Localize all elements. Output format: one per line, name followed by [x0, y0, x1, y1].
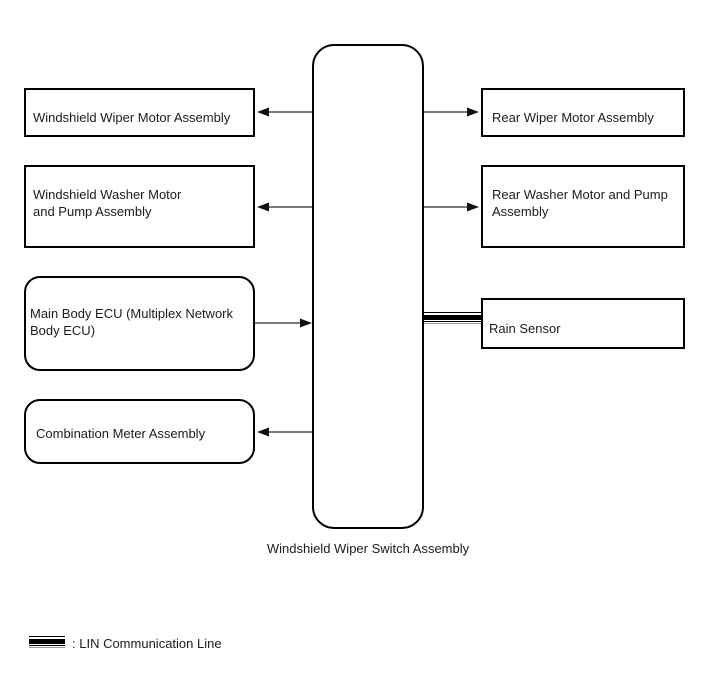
node-label: Rear Wiper Motor Assembly — [492, 110, 654, 125]
node-combination-meter-assembly: Combination Meter Assembly — [24, 399, 255, 464]
node-windshield-washer-motor-assembly: Windshield Washer Motor and Pump Assembl… — [24, 165, 255, 248]
arrow-to-windshield-wiper-motor — [257, 107, 313, 117]
arrow-to-windshield-washer-motor — [257, 202, 313, 212]
arrow-from-main-body-ecu — [255, 318, 312, 328]
node-windshield-wiper-switch-assembly — [312, 44, 424, 529]
node-rain-sensor: Rain Sensor — [481, 298, 685, 349]
arrow-to-combination-meter — [257, 427, 313, 437]
node-label: Main Body ECU (Multiplex Network Body EC… — [30, 306, 234, 338]
node-label: Combination Meter Assembly — [36, 426, 206, 441]
node-main-body-ecu: Main Body ECU (Multiplex Network Body EC… — [24, 276, 255, 371]
node-label: Rear Washer Motor and Pump Assembly — [492, 187, 668, 219]
lin-line-legend-symbol — [29, 636, 65, 648]
node-label: Windshield Washer Motor and Pump Assembl… — [33, 187, 182, 219]
node-windshield-wiper-motor-assembly: Windshield Wiper Motor Assembly — [24, 88, 255, 137]
node-label: Windshield Wiper Motor Assembly — [33, 110, 231, 125]
arrow-to-rear-washer-motor — [424, 202, 479, 212]
node-rear-wiper-motor-assembly: Rear Wiper Motor Assembly — [481, 88, 685, 137]
center-node-label: Windshield Wiper Switch Assembly — [266, 541, 470, 556]
lin-connection-rain-sensor — [424, 312, 481, 324]
node-rear-washer-motor-assembly: Rear Washer Motor and Pump Assembly — [481, 165, 685, 248]
arrow-to-rear-wiper-motor — [424, 107, 479, 117]
node-label: Rain Sensor — [489, 321, 561, 336]
legend-lin-label: : LIN Communication Line — [72, 636, 222, 651]
